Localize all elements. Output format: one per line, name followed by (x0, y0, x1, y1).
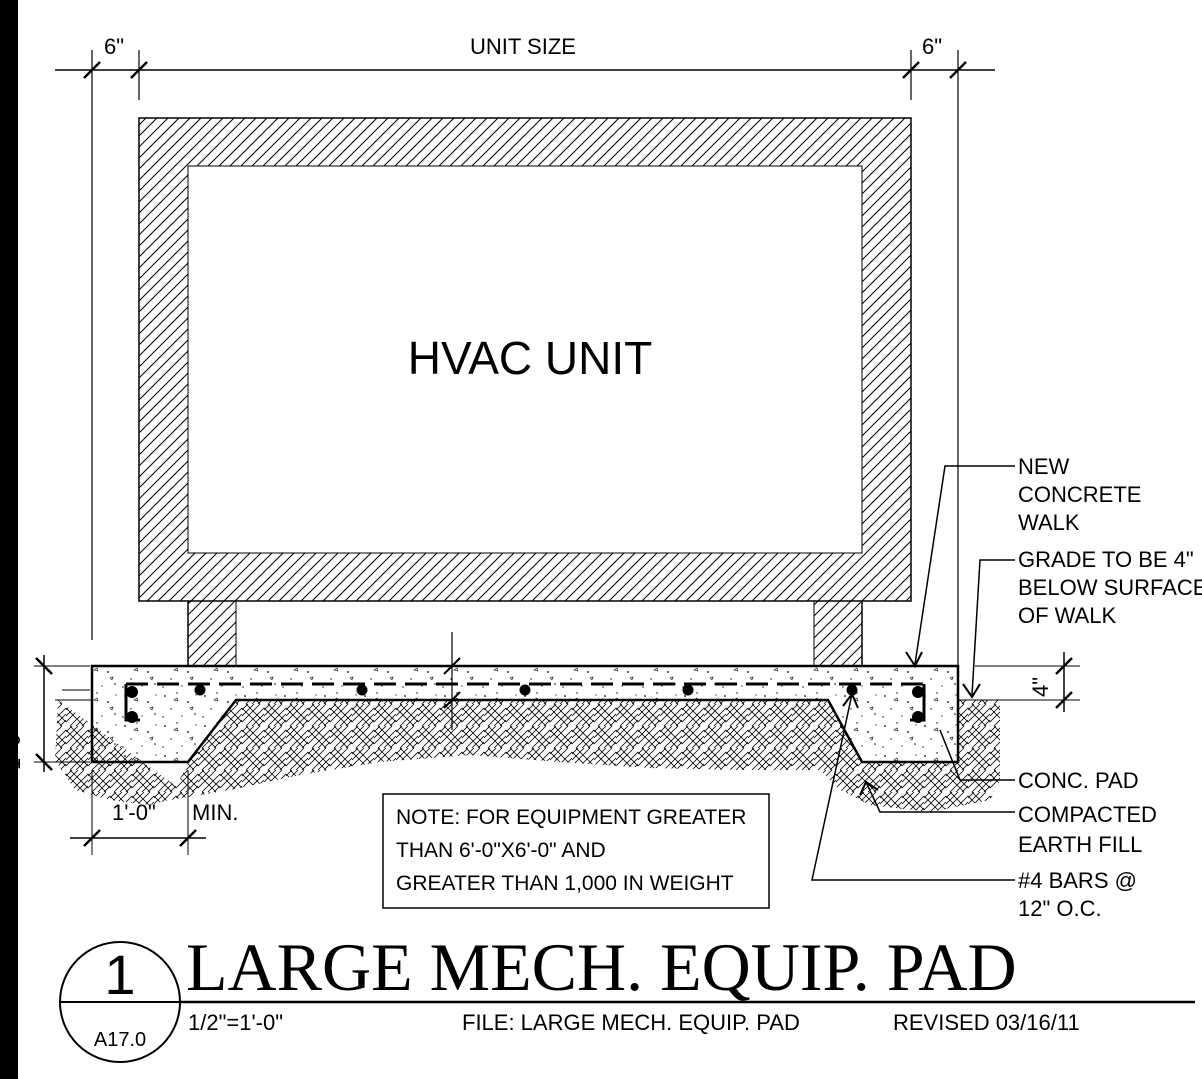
callout-conc-pad: CONC. PAD (1018, 768, 1139, 793)
callout-earth-fill-2: EARTH FILL (1018, 832, 1142, 857)
pad-depth-dimension (34, 655, 90, 772)
dim-min-label: MIN. (192, 800, 238, 825)
callout-grade-1: GRADE TO BE 4" (1018, 547, 1194, 572)
title-block (59, 941, 1195, 1063)
callout-bars-1: #4 BARS @ (1018, 868, 1137, 893)
callout-new-walk-2: CONCRETE (1018, 482, 1141, 507)
drawing-file: FILE: LARGE MECH. EQUIP. PAD (462, 1010, 800, 1035)
callout-grade-3: OF WALK (1018, 603, 1117, 628)
detail-number: 1 (104, 943, 135, 1006)
compacted-earth-fill (55, 700, 1000, 812)
drawing-revised: REVISED 03/16/11 (893, 1010, 1080, 1035)
callout-new-walk-1: NEW (1018, 454, 1070, 479)
dim-left-clearance: 6" (104, 34, 124, 59)
note-line-2: THAN 6'-0"X6'-0" AND (396, 839, 606, 862)
callout-earth-fill-1: COMPACTED (1018, 802, 1157, 827)
top-dimension (55, 50, 995, 665)
callout-leaders (811, 465, 1015, 881)
note-line-3: GREATER THAN 1,000 IN WEIGHT (396, 872, 734, 895)
callout-bars-2: 12" O.C. (1018, 896, 1102, 921)
rebar (124, 682, 926, 723)
sheet-number: A17.0 (94, 1029, 146, 1051)
dim-right-clearance: 6" (922, 34, 942, 59)
sheet-border-bar (0, 0, 18, 1079)
walk-step-mark (443, 632, 461, 730)
unit-supports (187, 601, 863, 665)
concrete-pad (90, 664, 960, 764)
hvac-unit-label: HVAC UNIT (408, 332, 653, 384)
dim-pad-depth: 1'-0" (0, 726, 25, 770)
note-box (382, 793, 770, 909)
callout-new-walk-3: WALK (1018, 510, 1080, 535)
note-line-1: NOTE: FOR EQUIPMENT GREATER (396, 806, 746, 829)
dim-walk-thickness: 4" (1028, 677, 1053, 697)
dim-unit-size: UNIT SIZE (470, 34, 576, 59)
drawing-scale: 1/2"=1'-0" (188, 1010, 283, 1035)
drawing-title: LARGE MECH. EQUIP. PAD (186, 929, 1017, 1005)
min-footing-dimension (70, 770, 206, 855)
hvac-unit (138, 117, 912, 602)
walk-thickness-dimension (975, 652, 1080, 712)
dim-min-footing: 1'-0" (112, 800, 156, 825)
callout-grade-2: BELOW SURFACE (1018, 575, 1202, 600)
